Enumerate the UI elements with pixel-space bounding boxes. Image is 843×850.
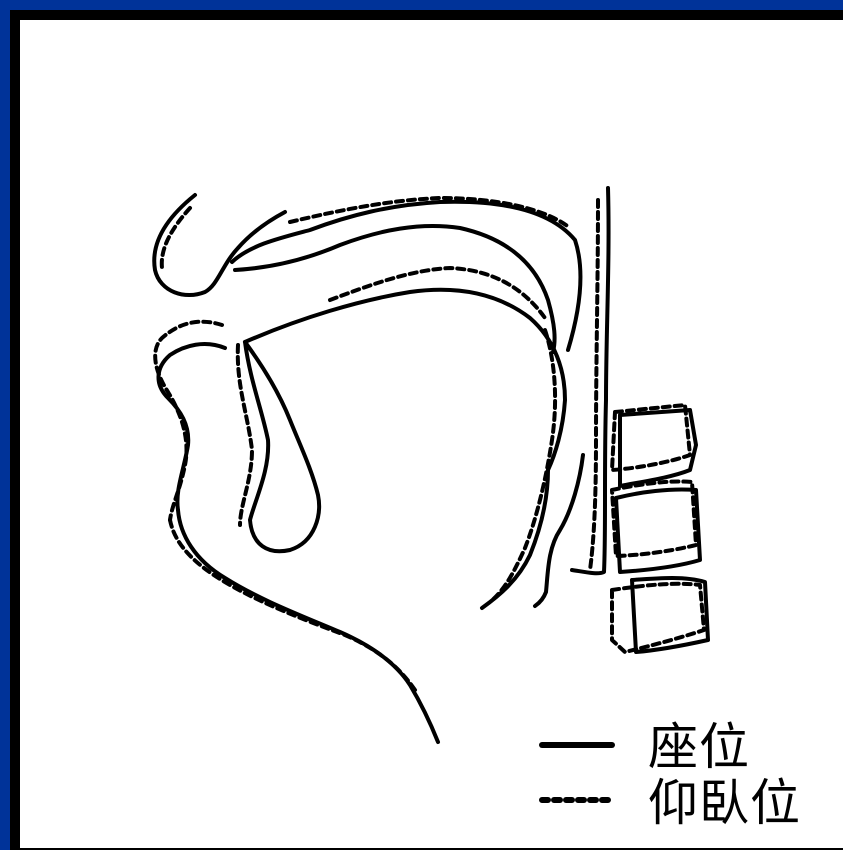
- lip-outline: [158, 344, 225, 510]
- pharynx-dotted: [590, 200, 598, 570]
- legend: [542, 745, 612, 800]
- legend-solid-label: 座位: [648, 722, 750, 772]
- larynx-front: [482, 470, 548, 608]
- tongue-dotted: [490, 330, 555, 602]
- nasal-floor-lower: [235, 226, 555, 352]
- epiglottis: [535, 455, 583, 606]
- legend-dotted-label: 仰臥位: [648, 778, 801, 828]
- lip-dotted: [155, 322, 222, 520]
- tongue-outline: [245, 290, 565, 470]
- chin-neck-dotted: [170, 520, 415, 690]
- oral-lobe: [245, 342, 319, 551]
- vertebra-2: [616, 489, 700, 572]
- chin-neck-outline: [178, 510, 438, 742]
- nasal-floor-lower-dotted: [330, 268, 545, 318]
- vertebra-1: [620, 410, 696, 486]
- solid-outlines: [154, 188, 708, 742]
- nose-dotted: [162, 208, 190, 268]
